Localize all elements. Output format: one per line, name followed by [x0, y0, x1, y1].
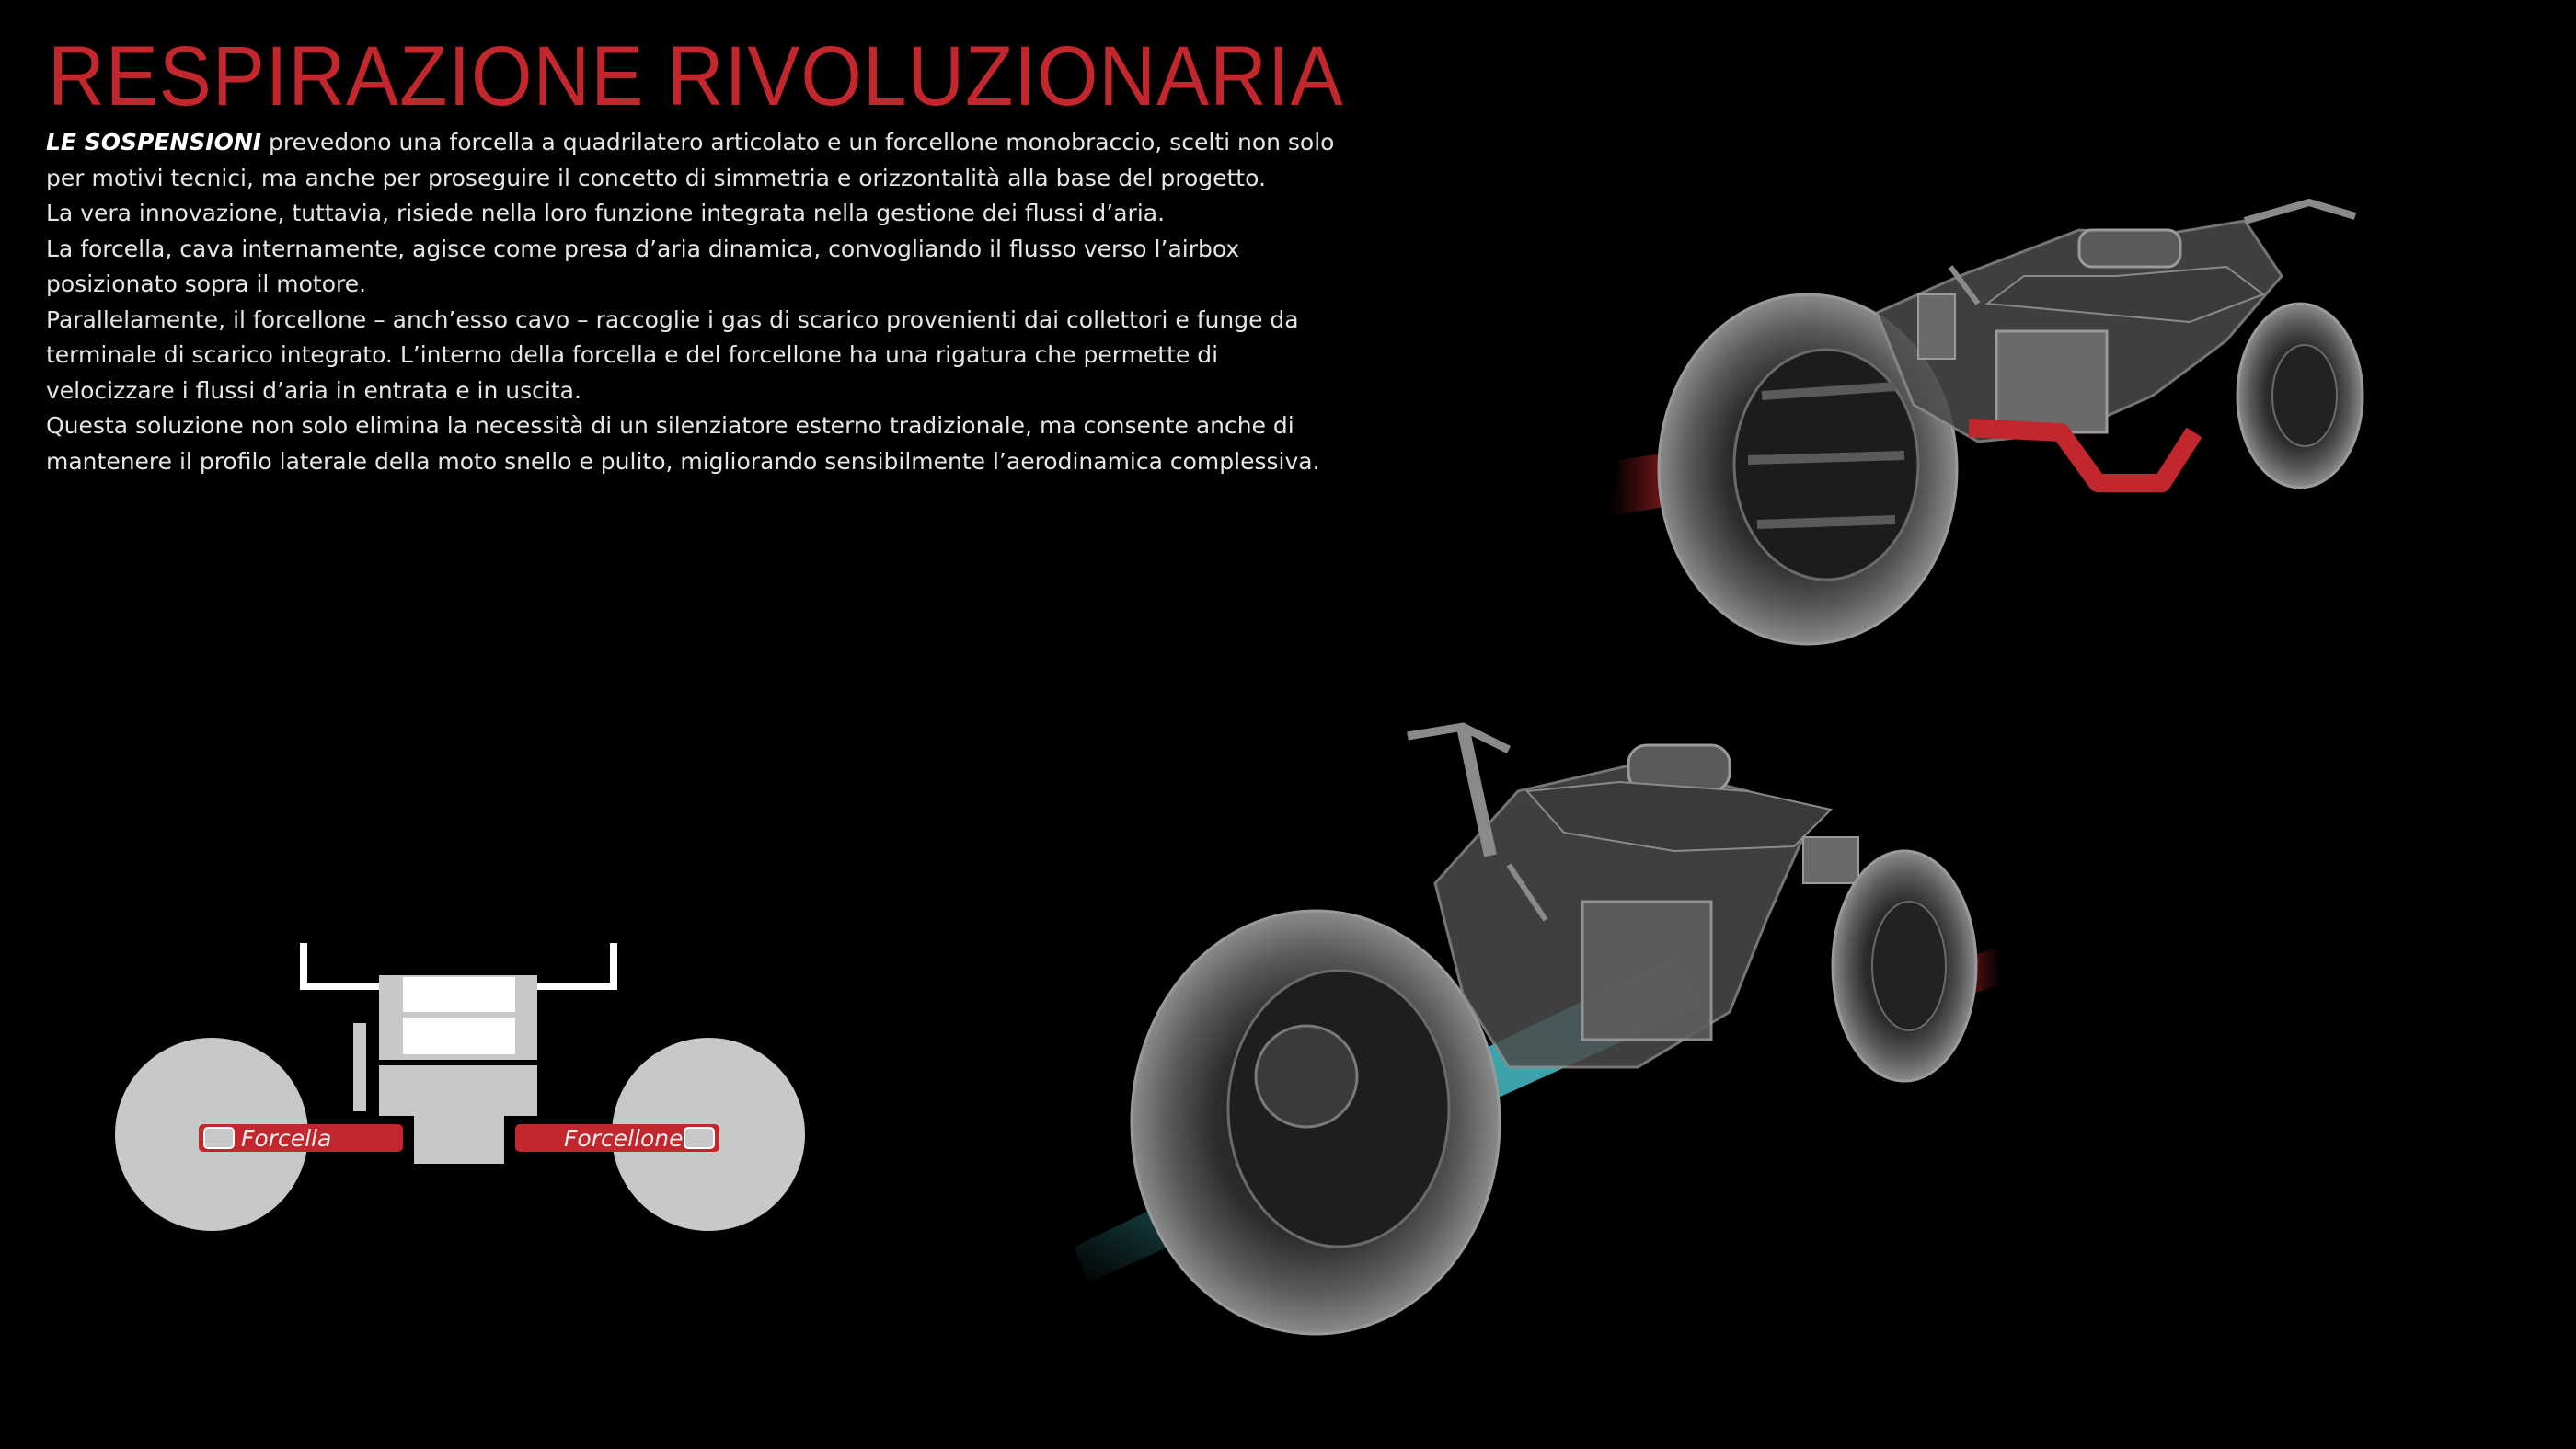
handlebar-icon [300, 943, 617, 990]
motorcycle-render-top [1612, 198, 2364, 646]
schematic-diagram: Forcella Forcellone [115, 943, 805, 1231]
tank-block-icon [403, 977, 515, 1012]
exhaust-swingarm-icon [1968, 419, 2202, 492]
paragraph-1-rest: prevedono una forcella a quadrilatero ar… [46, 129, 1335, 191]
forcella-arm [199, 1124, 403, 1152]
paragraph-5: Questa soluzione non solo elimina la nec… [46, 412, 1320, 475]
airbox-icon [2077, 228, 2182, 269]
forcellone-arm [515, 1124, 719, 1152]
forcella-label: Forcella [241, 1125, 331, 1152]
paragraph-3: La forcella, cava internamente, agisce c… [46, 235, 1240, 298]
description-text: LE SOSPENSIONI prevedono una forcella a … [46, 125, 1352, 479]
forcellone-label: Forcellone [564, 1125, 684, 1152]
page-title: RESPIRAZIONE RIVOLUZIONARIA [48, 29, 1344, 123]
engine-block-icon [379, 1065, 537, 1116]
motorcycle-render-bottom [1075, 722, 2001, 1336]
handlebar-icon [2243, 198, 2357, 224]
lead-phrase: LE SOSPENSIONI [46, 129, 262, 155]
seat-block-icon [403, 1018, 515, 1054]
paragraph-4: Parallelamente, il forcellone – anch’ess… [46, 305, 1299, 404]
paragraph-2: La vera innovazione, tuttavia, risiede n… [46, 200, 1166, 226]
paragraph-1: LE SOSPENSIONI prevedono una forcella a … [46, 125, 1352, 196]
